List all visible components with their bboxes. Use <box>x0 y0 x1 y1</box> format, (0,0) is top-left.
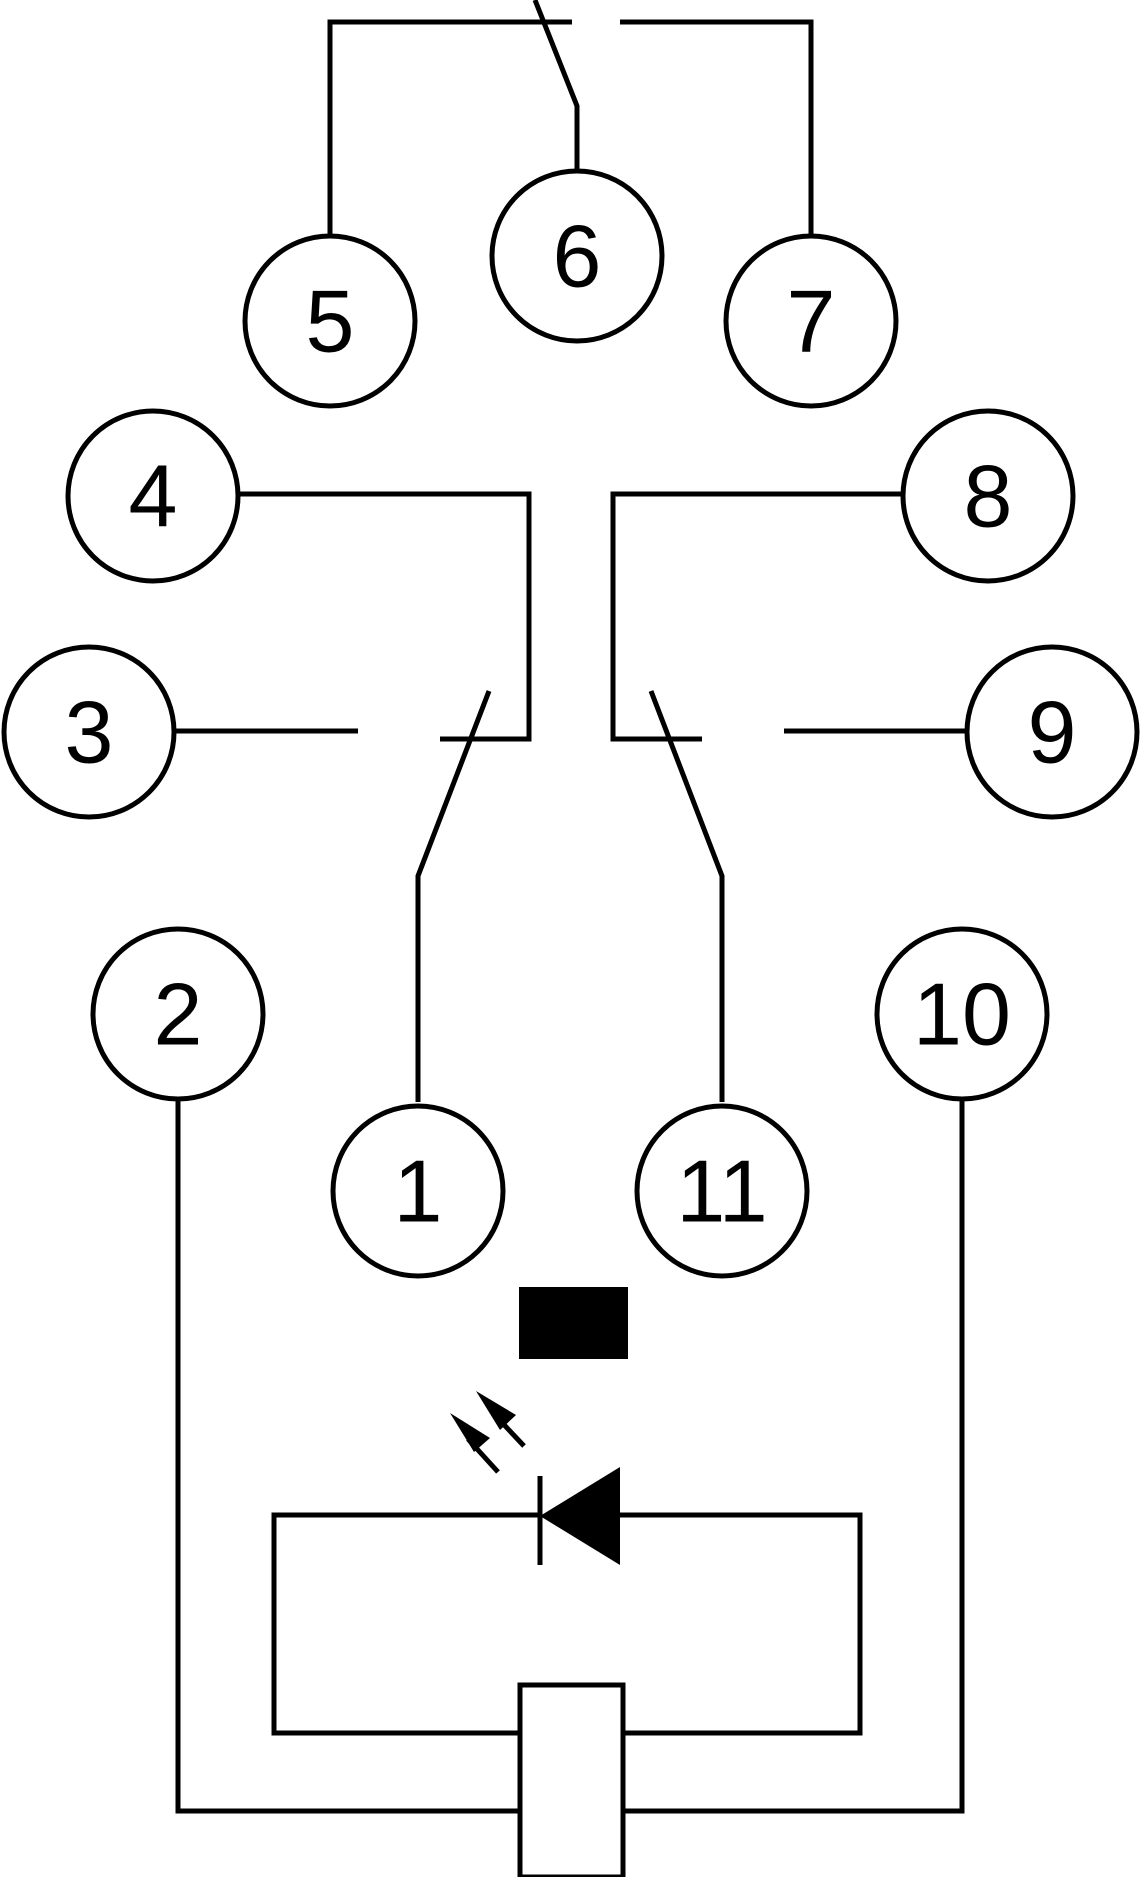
light-arrows-icon <box>450 1391 526 1474</box>
coil-circuit <box>175 1101 965 1814</box>
pin-4: 4 <box>65 408 241 584</box>
wire-pin5 <box>327 19 572 236</box>
pin-circle <box>242 233 418 409</box>
pin-circle <box>634 1103 810 1279</box>
pin-label: 10 <box>913 965 1011 1064</box>
pin-3: 3 <box>1 644 177 820</box>
pin-circle <box>330 1103 506 1279</box>
led-triangle <box>540 1467 620 1565</box>
pin-label: 3 <box>65 683 114 782</box>
light-arrow-lower-head <box>450 1413 490 1452</box>
pin-8: 8 <box>900 408 1076 584</box>
pin-circle <box>723 233 899 409</box>
pin-7: 7 <box>723 233 899 409</box>
led-loop-left <box>271 1512 540 1736</box>
switch-top <box>327 0 814 236</box>
switch-left <box>174 491 532 1102</box>
indicator-block-icon <box>519 1287 628 1359</box>
switch-right <box>610 491 968 1102</box>
led-loop-right <box>620 1512 863 1736</box>
pin-circle <box>65 408 241 584</box>
pin-1: 1 <box>330 1103 506 1279</box>
pin-2: 2 <box>90 926 266 1102</box>
pin-11: 11 <box>634 1103 810 1279</box>
relay-coil-icon <box>517 1682 626 1877</box>
pin-label: 5 <box>306 272 355 371</box>
wire-pin4 <box>238 491 532 742</box>
pin-label: 1 <box>394 1142 443 1241</box>
wire-pin2 <box>175 1101 520 1814</box>
wire-pin7 <box>620 19 814 236</box>
switch-right-blade <box>648 690 725 1102</box>
wire-pin8 <box>610 491 903 742</box>
pin-label: 11 <box>676 1142 767 1241</box>
pin-label: 8 <box>964 447 1013 546</box>
pin-circle <box>900 408 1076 584</box>
led-diode-icon <box>537 1467 620 1565</box>
pin-circle <box>874 926 1050 1102</box>
pin-6: 6 <box>489 168 665 344</box>
pin-circle <box>1 644 177 820</box>
pin-5: 5 <box>242 233 418 409</box>
wire-pin10 <box>623 1101 965 1814</box>
light-arrow-upper-head <box>476 1391 516 1430</box>
switch-top-blade <box>532 0 580 170</box>
pin-10: 10 <box>874 926 1050 1102</box>
switch-left-blade <box>415 690 492 1102</box>
pin-label: 9 <box>1028 683 1077 782</box>
pin-circle <box>90 926 266 1102</box>
pin-label: 7 <box>787 272 836 371</box>
pin-circle <box>489 168 665 344</box>
pin-9: 9 <box>964 644 1140 820</box>
pin-label: 6 <box>553 207 602 306</box>
pin-circle <box>964 644 1140 820</box>
pin-label: 4 <box>129 447 178 546</box>
pin-label: 2 <box>154 965 203 1064</box>
